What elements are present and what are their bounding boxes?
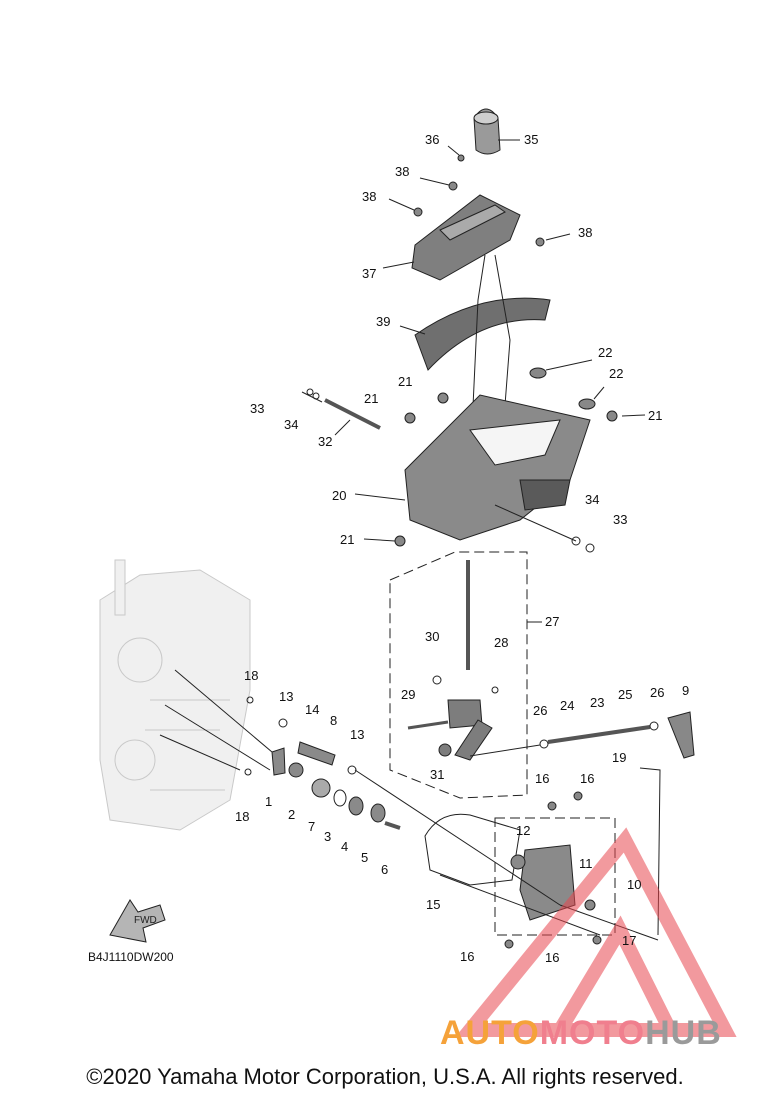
callout-label: 32 bbox=[318, 434, 333, 449]
callout-label: 8 bbox=[330, 713, 338, 728]
callout-label: 19 bbox=[612, 750, 627, 765]
callout-label: 23 bbox=[590, 695, 605, 710]
shift-bracket-icon bbox=[404, 394, 591, 541]
callout-label: 38 bbox=[362, 189, 377, 204]
callout-label: 18 bbox=[244, 668, 259, 683]
callout-label: 31 bbox=[430, 767, 445, 782]
callout-label: 13 bbox=[279, 689, 294, 704]
callout-label: 3 bbox=[324, 829, 332, 844]
callout-label: 7 bbox=[308, 819, 316, 834]
callout-label: 21 bbox=[340, 532, 355, 547]
callout-label: 16 bbox=[535, 771, 550, 786]
watermark-part-moto: MOTO bbox=[539, 1014, 646, 1052]
engine-block-illustration bbox=[99, 559, 251, 831]
watermark-part-auto: AUTO bbox=[440, 1014, 540, 1052]
callout-label: 17 bbox=[622, 933, 637, 948]
callout-label: 11 bbox=[579, 856, 593, 871]
callout-label: 22 bbox=[598, 345, 613, 360]
callout-label: 13 bbox=[350, 727, 365, 742]
callout-label: 25 bbox=[618, 687, 633, 702]
callout-label: 4 bbox=[341, 839, 349, 854]
callout-label: 1 bbox=[265, 794, 273, 809]
callout-label: 20 bbox=[332, 488, 347, 503]
watermark-logo-icon bbox=[455, 827, 737, 1037]
callout-label: 26 bbox=[533, 703, 548, 718]
callout-label: 18 bbox=[235, 809, 250, 824]
callout-label: 34 bbox=[585, 492, 600, 507]
callout-label: 2 bbox=[288, 807, 296, 822]
callout-label: 21 bbox=[648, 408, 663, 423]
callout-label: 38 bbox=[578, 225, 593, 240]
copyright-notice: ©2020 Yamaha Motor Corporation, U.S.A. A… bbox=[86, 1064, 684, 1089]
diagram-code: B4J1110DW200 bbox=[88, 950, 174, 964]
callout-label: 36 bbox=[425, 132, 440, 147]
shift-cover-icon bbox=[411, 194, 521, 281]
callout-label: 33 bbox=[613, 512, 628, 527]
callout-label: 34 bbox=[284, 417, 299, 432]
callout-label: 26 bbox=[650, 685, 665, 700]
callout-label: 16 bbox=[545, 950, 560, 965]
callout-label: 29 bbox=[401, 687, 416, 702]
callout-label: 30 bbox=[425, 629, 440, 644]
callout-label: 35 bbox=[524, 132, 539, 147]
callout-label: 37 bbox=[362, 266, 377, 281]
callout-label: 28 bbox=[494, 635, 509, 650]
callout-label: 22 bbox=[609, 366, 624, 381]
callout-label: 38 bbox=[395, 164, 410, 179]
watermark-brand: AUTOMOTOHUB bbox=[440, 1014, 722, 1053]
callout-label: 14 bbox=[305, 702, 320, 717]
callout-label: 33 bbox=[250, 401, 265, 416]
callout-label: 21 bbox=[364, 391, 379, 406]
callout-label: 15 bbox=[426, 897, 441, 912]
callout-label: 39 bbox=[376, 314, 391, 329]
callout-label: 6 bbox=[381, 862, 389, 877]
callout-label: 5 bbox=[361, 850, 369, 865]
callout-label: 16 bbox=[580, 771, 595, 786]
cover-assembly-icon bbox=[510, 844, 596, 921]
rod-end-link-icon bbox=[667, 711, 695, 759]
shift-selector-parts-icon bbox=[271, 741, 401, 830]
shift-boot-icon bbox=[414, 297, 551, 371]
callout-label: 12 bbox=[516, 823, 531, 838]
callout-label: 16 bbox=[460, 949, 475, 964]
callout-label: 27 bbox=[545, 614, 560, 629]
callout-label: 9 bbox=[682, 683, 690, 698]
callout-label: 10 bbox=[627, 877, 642, 892]
callout-label: 24 bbox=[560, 698, 575, 713]
shift-knob-icon bbox=[473, 108, 501, 155]
forward-arrow-icon bbox=[109, 899, 166, 943]
shift-lever-link-icon bbox=[438, 699, 493, 761]
fwd-label: FWD bbox=[134, 915, 157, 926]
callout-label: 21 bbox=[398, 374, 413, 389]
watermark-part-hub: HUB bbox=[645, 1014, 722, 1052]
